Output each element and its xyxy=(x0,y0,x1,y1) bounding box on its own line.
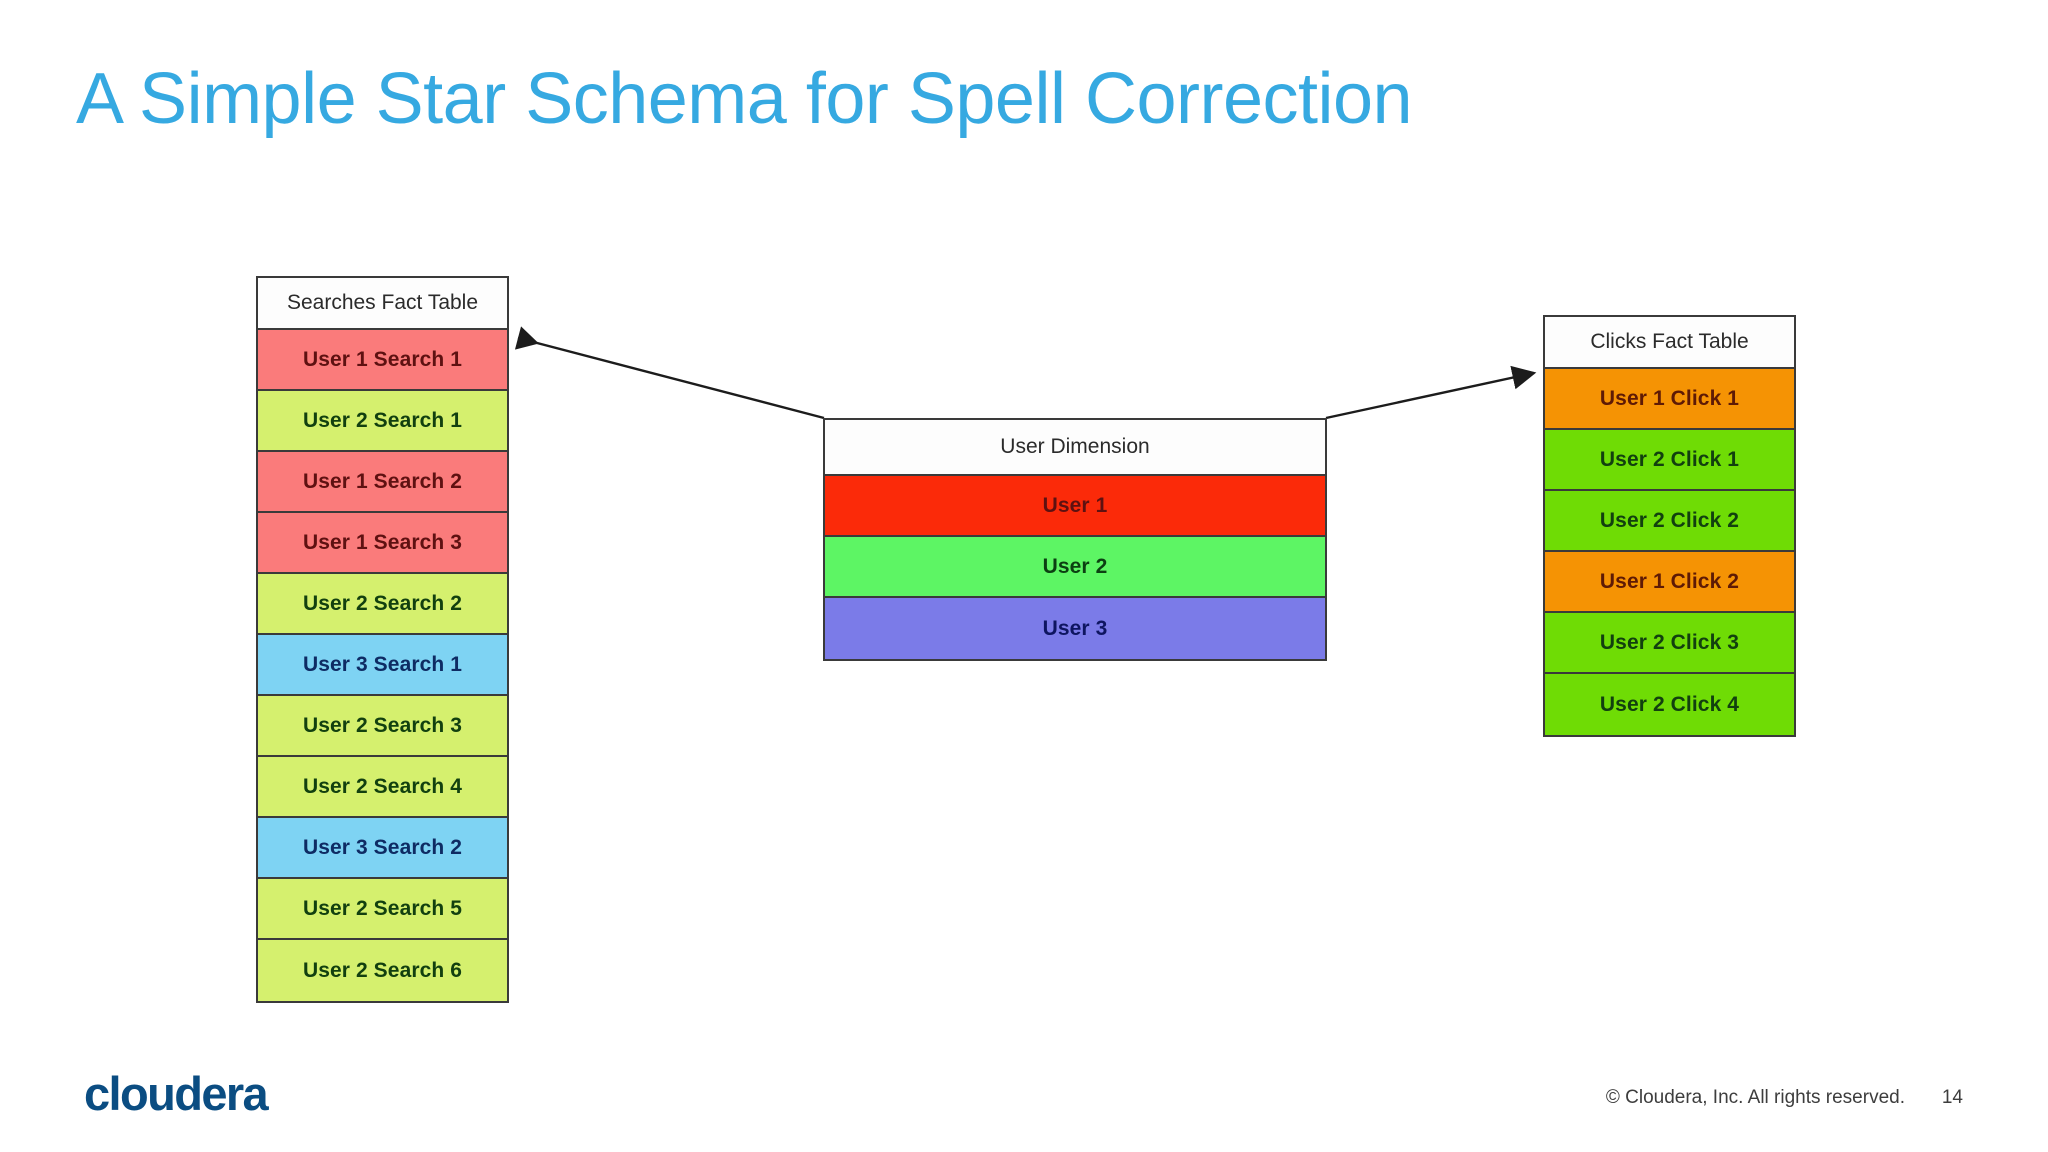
table-row[interactable]: User 2 Search 6 xyxy=(258,940,507,1001)
table-row[interactable]: User 2 xyxy=(825,537,1325,598)
table-row[interactable]: User 2 Click 1 xyxy=(1545,430,1794,491)
searches-fact-table-header: Searches Fact Table xyxy=(258,278,507,330)
user-dimension-table-header: User Dimension xyxy=(825,420,1325,476)
table-row[interactable]: User 1 xyxy=(825,476,1325,537)
user-dimension-table[interactable]: User Dimension User 1 User 2 User 3 xyxy=(823,418,1327,661)
arrow-user-dimension-to-clicks xyxy=(1325,365,1537,420)
table-row[interactable]: User 2 Click 2 xyxy=(1545,491,1794,552)
searches-fact-table[interactable]: Searches Fact Table User 1 Search 1 User… xyxy=(256,276,509,1003)
table-row[interactable]: User 2 Search 3 xyxy=(258,696,507,757)
page-number: 14 xyxy=(1941,1087,1963,1108)
clicks-fact-table[interactable]: Clicks Fact Table User 1 Click 1 User 2 … xyxy=(1543,315,1796,737)
table-row[interactable]: User 2 Search 5 xyxy=(258,879,507,940)
page-title: A Simple Star Schema for Spell Correctio… xyxy=(76,59,1413,139)
table-row[interactable]: User 3 Search 1 xyxy=(258,635,507,696)
table-row[interactable]: User 3 xyxy=(825,598,1325,659)
table-row[interactable]: User 2 Search 2 xyxy=(258,574,507,635)
table-row[interactable]: User 2 Click 3 xyxy=(1545,613,1794,674)
clicks-fact-table-header: Clicks Fact Table xyxy=(1545,317,1794,369)
table-row[interactable]: User 1 Search 2 xyxy=(258,452,507,513)
arrow-user-dimension-to-searches xyxy=(514,326,825,420)
table-row[interactable]: User 1 Click 2 xyxy=(1545,552,1794,613)
table-row[interactable]: User 1 Search 1 xyxy=(258,330,507,391)
table-row[interactable]: User 1 Search 3 xyxy=(258,513,507,574)
table-row[interactable]: User 2 Search 4 xyxy=(258,757,507,818)
cloudera-logo: cloudera xyxy=(84,1067,269,1120)
table-row[interactable]: User 1 Click 1 xyxy=(1545,369,1794,430)
copyright-text: © Cloudera, Inc. All rights reserved. xyxy=(1605,1087,1905,1108)
table-row[interactable]: User 2 Click 4 xyxy=(1545,674,1794,735)
table-row[interactable]: User 2 Search 1 xyxy=(258,391,507,452)
table-row[interactable]: User 3 Search 2 xyxy=(258,818,507,879)
